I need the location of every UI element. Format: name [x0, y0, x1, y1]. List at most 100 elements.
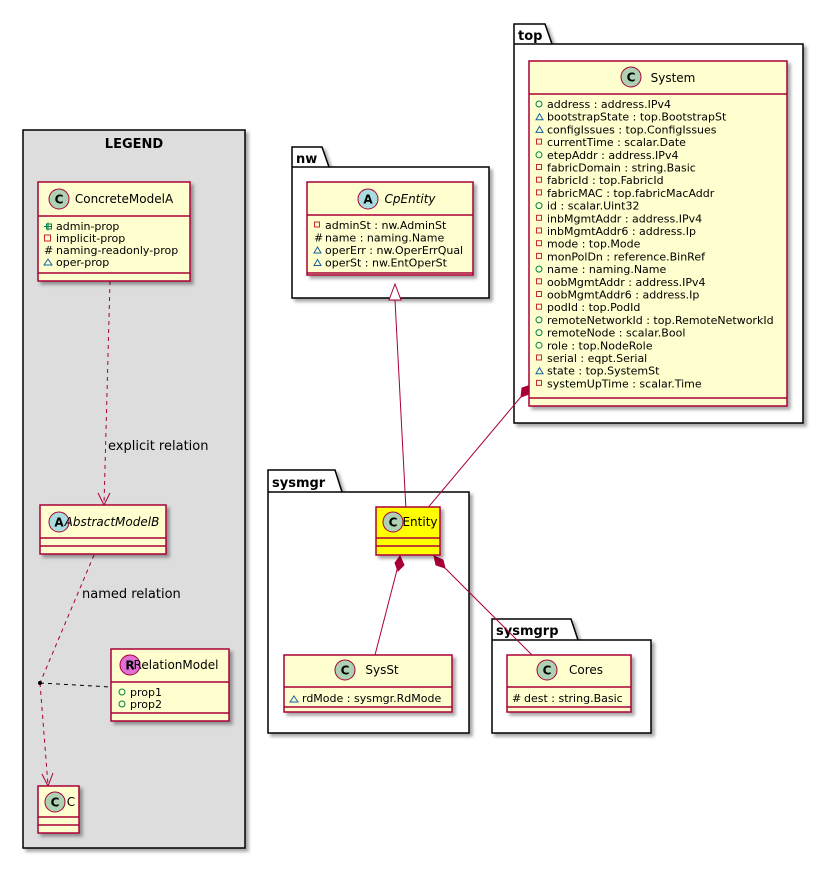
class-attribute: monPolDn : reference.BinRef — [547, 250, 706, 263]
class-stereotype-icon — [44, 791, 66, 813]
class-attribute: systemUpTime : scalar.Time — [547, 377, 702, 390]
stereotype-letter: R — [125, 659, 134, 673]
class-attribute: inbMgmtAddr : address.IPv4 — [547, 212, 702, 225]
class-stereotype-icon — [119, 654, 141, 676]
class-attribute: mode : top.Mode — [547, 238, 641, 251]
public-visibility-icon — [118, 688, 126, 696]
private-visibility-icon — [536, 138, 542, 145]
private-visibility-icon — [536, 189, 542, 196]
edge-system-contains-entity — [425, 384, 532, 511]
class-sysst[interactable]: C SysSt rdMode : sysmgr.RdMode — [283, 654, 453, 713]
class-attribute: fabricMAC : top.fabricMacAddr — [547, 187, 715, 200]
class-attribute: adminSt : nw.AdminSt — [325, 219, 447, 232]
public-visibility-icon — [535, 151, 543, 159]
edge-entity-contains-cores — [433, 555, 533, 656]
class-attribute: etepAddr : address.IPv4 — [547, 149, 678, 162]
package-label: sysmgr — [272, 476, 326, 491]
class-stereotype-icon — [536, 659, 558, 681]
legend-title: LEGEND — [105, 137, 164, 152]
edge-label: named relation — [82, 587, 181, 602]
class-name: CpEntity — [384, 192, 436, 206]
package-visibility-icon — [313, 246, 322, 254]
public-visibility-icon — [535, 329, 543, 337]
class-attribute: inbMgmtAddr6 : address.Ip — [547, 225, 696, 238]
stereotype-letter: C — [55, 193, 64, 207]
class-attribute: remoteNode : scalar.Bool — [547, 327, 685, 340]
private-visibility-icon — [536, 354, 542, 361]
stereotype-letter: A — [363, 193, 373, 207]
stereotype-letter: C — [51, 796, 60, 810]
class-concrete-model-a[interactable]: C ConcreteModelA admin-prop implicit-pro… — [37, 181, 191, 282]
class-c[interactable]: C C — [37, 785, 80, 834]
protected-visibility-icon: # — [512, 692, 521, 705]
class-cores[interactable]: C Cores # dest : string.Basic — [506, 654, 632, 713]
class-name: System — [651, 71, 696, 85]
package-visibility-icon — [43, 258, 53, 266]
class-abstract-model-b[interactable]: A AbstractModelB — [39, 504, 167, 555]
private-visibility-icon — [536, 164, 542, 170]
class-attribute: prop2 — [130, 698, 162, 711]
package-visibility-icon — [313, 258, 322, 266]
package-visibility-icon — [289, 695, 299, 703]
class-attribute: implicit-prop — [56, 232, 125, 245]
edge-entity-contains-sysst — [374, 554, 405, 656]
package-visibility-icon — [535, 112, 544, 121]
class-name: C — [67, 795, 75, 809]
edge-entity-extends-cpentity — [388, 282, 407, 511]
class-attribute: oobMgmtAddr6 : address.Ip — [547, 289, 699, 302]
stereotype-letter: C — [543, 664, 552, 678]
private-visibility-icon — [536, 227, 542, 234]
stereotype-letter: A — [54, 516, 64, 530]
edge-named-relation: named relation — [38, 554, 181, 788]
public-visibility-icon — [118, 700, 126, 708]
private-visibility-icon — [536, 379, 542, 386]
class-relation-model[interactable]: R RelationModel prop1 prop2 — [110, 648, 230, 722]
protected-visibility-icon: # — [314, 232, 323, 245]
class-attribute-list: adminSt : nw.AdminSt#name : naming.Nameo… — [313, 219, 463, 270]
class-attribute: admin-prop — [56, 220, 119, 233]
public-visibility-icon — [535, 316, 543, 324]
public-visibility-icon — [535, 341, 543, 349]
class-attribute: role : top.NodeRole — [547, 339, 653, 352]
class-system[interactable]: C System address : address.IPv4bootstrap… — [528, 60, 788, 407]
class-attribute: rdMode : sysmgr.RdMode — [302, 692, 441, 705]
stereotype-letter: C — [627, 71, 636, 85]
class-attribute: fabricId : top.FabricId — [547, 174, 664, 187]
class-attribute: naming-readonly-prop — [56, 244, 178, 257]
private-visibility-icon — [536, 252, 542, 259]
class-attribute: id : scalar.Uint32 — [547, 200, 639, 213]
package-label: sysmgrp — [496, 624, 559, 639]
package-visibility-icon — [535, 366, 544, 375]
class-name: SysSt — [365, 663, 399, 677]
package-label: nw — [296, 152, 317, 167]
class-attribute: dest : string.Basic — [524, 692, 623, 705]
package-visibility-icon — [535, 125, 544, 133]
public-visibility-icon — [535, 100, 543, 108]
class-attribute: remoteNetworkId : top.RemoteNetworkId — [547, 314, 774, 327]
class-attribute: prop1 — [130, 686, 162, 699]
stereotype-letter: C — [389, 516, 398, 530]
private-visibility-icon — [44, 234, 51, 242]
public-visibility-icon — [535, 265, 543, 273]
class-attribute: oobMgmtAddr : address.IPv4 — [547, 276, 706, 289]
private-visibility-icon — [536, 214, 542, 221]
private-visibility-icon — [536, 291, 542, 297]
class-name: Entity — [402, 515, 437, 529]
class-name: AbstractModelB — [64, 515, 160, 529]
private-visibility-icon — [536, 176, 542, 183]
class-entity[interactable]: C Entity — [375, 506, 441, 556]
class-stereotype-icon — [334, 659, 356, 681]
class-cpentity[interactable]: A CpEntity adminSt : nw.AdminSt#name : n… — [306, 181, 474, 276]
class-attribute: operErr : nw.OperErrQual — [325, 244, 463, 257]
class-attribute: operSt : nw.EntOperSt — [325, 257, 448, 270]
edge-label: explicit relation — [108, 439, 208, 454]
class-attribute: podId : top.PodId — [547, 301, 640, 314]
class-attribute: name : naming.Name — [325, 232, 445, 245]
class-attribute: serial : eqpt.Serial — [547, 352, 647, 365]
class-name: RelationModel — [134, 658, 219, 672]
private-visibility-icon — [536, 278, 542, 285]
private-visibility-icon — [536, 240, 542, 247]
class-attribute: name : naming.Name — [547, 263, 667, 276]
